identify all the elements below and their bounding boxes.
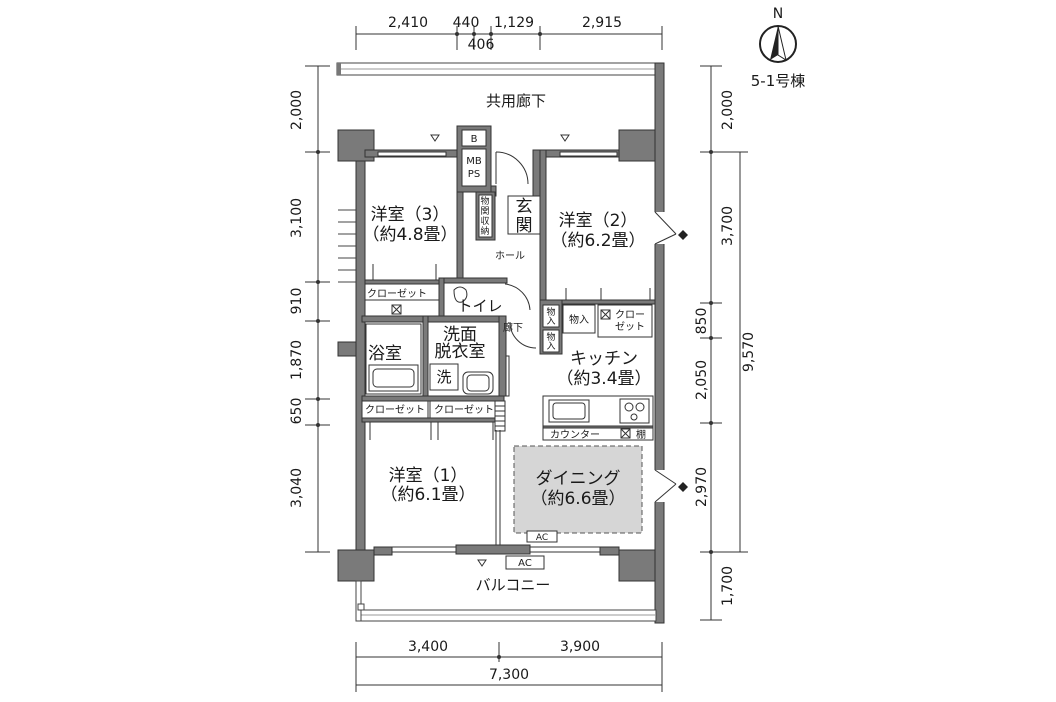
dim-bottom-total: 7,300 [489, 667, 529, 683]
entrance-storage-char-4: 納 [480, 225, 489, 237]
closet-1b-label: クローゼット [434, 404, 494, 416]
western1-closets: クローゼット クローゼット [361, 400, 499, 440]
sliding-door-hatch [494, 355, 510, 432]
kitchen: キッチン （約3.4畳） カウンター 棚 [548, 349, 652, 441]
toilet-label: トイレ [457, 297, 502, 315]
balcony: バルコニー [355, 576, 657, 622]
bottom-dimensions: 3,400 3,900 7,300 [355, 639, 663, 692]
corridor-label: 共用廊下 [486, 92, 546, 110]
kitchen-label: キッチン [570, 349, 638, 369]
compass-north-label: N [773, 6, 783, 22]
dim-right-3: 850 [694, 308, 710, 335]
closet-2a-label: クロー [615, 309, 645, 321]
closet-1a-label: クローゼット [365, 404, 425, 416]
compass: N 5-1号棟 [751, 6, 806, 90]
western3-closet: クローゼット [364, 264, 440, 317]
dim-right-5: 2,970 [694, 467, 710, 507]
dim-top-1: 2,410 [388, 15, 428, 31]
bath-label: 浴室 [368, 344, 402, 364]
dining: ダイニング （約6.6畳） AC [513, 445, 643, 543]
dim-right-6: 1,700 [720, 566, 736, 606]
dim-right-2: 3,700 [720, 206, 736, 246]
bath: 浴室 [365, 323, 422, 395]
washroom-label-2: 脱衣室 [435, 342, 486, 362]
b-label: B [471, 134, 478, 145]
dim-left-2: 3,100 [289, 198, 305, 238]
toilet: トイレ [453, 283, 531, 315]
western1-label: 洋室（1） [389, 466, 468, 486]
outer-walls [337, 62, 665, 624]
entrance-storage-char-3: 収 [480, 215, 489, 227]
entrance-char-2: 関 [516, 216, 533, 236]
dim-left-4: 1,870 [289, 340, 305, 380]
entrance-storage-char-2: 関 [480, 206, 489, 217]
ac-outdoor-unit [505, 555, 545, 570]
storage-a-2: 入 [546, 316, 555, 327]
dining-label: ダイニング [536, 469, 621, 489]
left-exterior-hatch [338, 209, 356, 283]
western2-size: （約6.2畳） [550, 231, 645, 251]
dim-left-3: 910 [289, 288, 305, 315]
dim-bottom-2: 3,900 [560, 639, 600, 655]
washroom: 洗面 脱衣室 洗 [429, 325, 494, 395]
hall-label: ホール [495, 250, 525, 262]
dim-right-total: 9,570 [741, 332, 757, 372]
dim-right-4: 2,050 [694, 360, 710, 400]
dim-top-2: 440 [453, 15, 480, 31]
dim-left-5: 650 [289, 398, 305, 425]
entrance-storage: 物 関 収 納 [475, 191, 496, 241]
top-dimensions: 2,410 440 1,129 2,915 406 [355, 15, 663, 53]
entrance-label: 玄 関 [507, 195, 541, 236]
dim-top-4: 2,915 [582, 15, 622, 31]
entrance-storage-char-1: 物 [480, 195, 489, 207]
dim-top-sub: 406 [468, 37, 495, 53]
shelf-label: 棚 [636, 428, 646, 441]
right-door-swings [653, 211, 688, 503]
mb-label: MB [466, 156, 482, 167]
ac-outdoor-label: AC [518, 558, 532, 569]
wash-label: 洗 [436, 368, 451, 386]
closet-2b-label: ゼット [615, 321, 645, 333]
common-corridor: 共用廊下 [336, 62, 656, 110]
closet-3-label: クローゼット [367, 288, 427, 300]
dim-bottom-1: 3,400 [408, 639, 448, 655]
ac-inner-label: AC [536, 533, 548, 543]
dim-top-3: 1,129 [494, 15, 534, 31]
left-dimensions: 2,000 3,100 910 1,870 650 3,040 [289, 65, 330, 553]
western3-size: （約4.8畳） [362, 225, 457, 245]
counter-label: カウンター [550, 429, 600, 441]
western1-size: （約6.1畳） [380, 485, 475, 505]
building-label: 5-1号棟 [751, 72, 806, 90]
kitchen-storage: 物 入 物 入 物入 クロー ゼット [542, 304, 653, 353]
storage-label: 物入 [569, 313, 589, 326]
balcony-label: バルコニー [476, 576, 551, 594]
dim-left-6: 3,040 [289, 468, 305, 508]
washroom-label-1: 洗面 [443, 325, 477, 345]
western3-label: 洋室（3） [371, 205, 450, 225]
entrance-char-1: 玄 [516, 197, 533, 217]
ps-label: PS [468, 169, 480, 180]
right-dimensions: 2,000 3,700 850 2,050 2,970 1,700 9,570 [694, 65, 757, 621]
storage-b-1: 物 [546, 331, 555, 343]
western2-label: 洋室（2） [559, 211, 638, 231]
dim-left-1: 2,000 [289, 90, 305, 130]
kitchen-size: （約3.4畳） [556, 369, 651, 389]
dining-size: （約6.6畳） [530, 489, 625, 509]
mb-ps: B MB PS [456, 125, 492, 193]
hallway-label: 廊下 [503, 321, 523, 334]
dim-right-1: 2,000 [720, 90, 736, 130]
storage-b-2: 入 [546, 341, 555, 352]
storage-a-1: 物 [546, 306, 555, 318]
